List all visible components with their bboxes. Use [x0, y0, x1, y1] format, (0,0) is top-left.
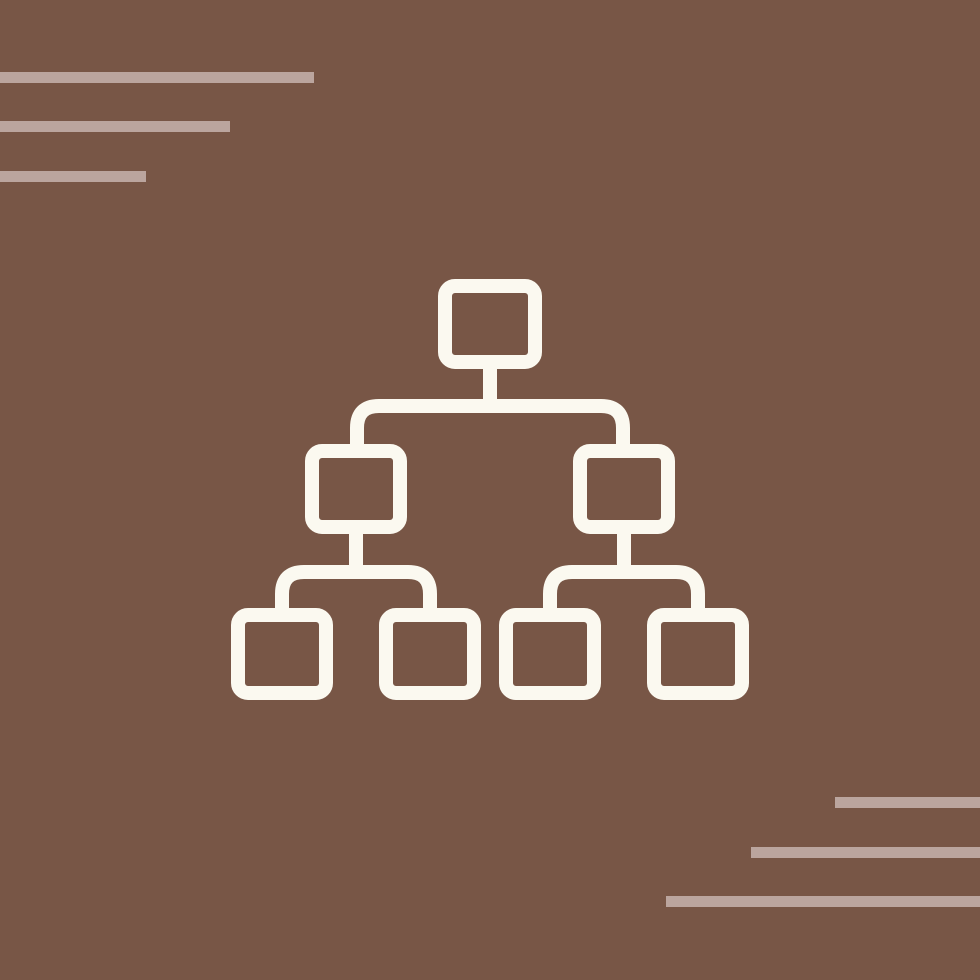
org-node-leaf [379, 608, 481, 700]
connector [275, 565, 437, 621]
decorative-bar [0, 121, 230, 132]
decorative-bar [666, 896, 980, 907]
org-node-left [305, 444, 407, 534]
decorative-bar [751, 847, 980, 858]
decorative-bar [835, 797, 980, 808]
org-node-root [438, 279, 542, 369]
connector [350, 399, 630, 457]
org-node-leaf [647, 608, 749, 700]
decorative-bar [0, 171, 146, 182]
org-node-right [573, 444, 675, 534]
decorative-bar [0, 72, 314, 83]
org-node-leaf [231, 608, 333, 700]
org-node-leaf [499, 608, 601, 700]
connector [543, 565, 705, 621]
